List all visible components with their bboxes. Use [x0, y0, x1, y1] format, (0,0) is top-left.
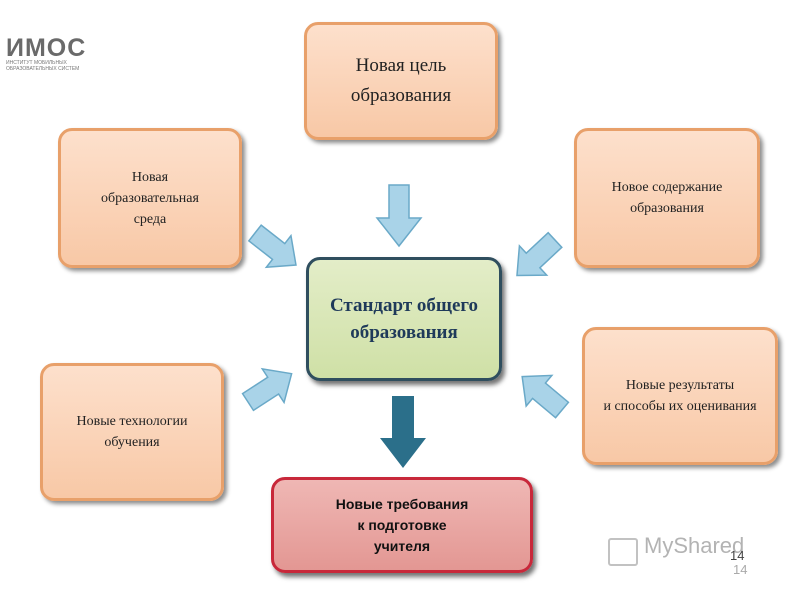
arrow-from-content: [516, 231, 563, 277]
box-line: Новые технологии: [76, 414, 188, 429]
watermark-icon: [608, 538, 638, 566]
box-new-results: Новые результаты и способы их оценивания: [582, 327, 778, 465]
box-line: Новые требования: [335, 495, 469, 512]
box-line: образовательная: [101, 190, 199, 206]
arrow-from-environment: [247, 224, 297, 269]
logo-title: ИМОС: [6, 34, 87, 62]
box-new-goal: Новая цель образования: [304, 22, 498, 140]
box-line: среда: [133, 211, 167, 227]
box-teacher-requirements: Новые требования к подготовке учителя: [271, 477, 533, 573]
box-line: Новая цель: [355, 55, 447, 76]
arrow-from-technologies: [241, 367, 293, 412]
page-number-shadow: 14: [733, 562, 748, 577]
box-line: Новые результаты: [625, 378, 735, 393]
box-standard: Стандарт общего образования: [306, 257, 502, 381]
box-line: и способы их оценивания: [603, 399, 757, 414]
arrow-down-from-goal: [375, 184, 423, 248]
watermark-text: MyShared: [608, 533, 744, 559]
box-new-content: Новое содержание образования: [574, 128, 760, 268]
box-line: обучения: [104, 435, 160, 450]
logo-subtitle: ИНСТИТУТ МОБИЛЬНЫХ ОБРАЗОВАТЕЛЬНЫХ СИСТЕ…: [6, 60, 80, 72]
box-line: образования: [350, 322, 458, 343]
box-new-technologies: Новые технологии обучения: [40, 363, 224, 501]
arrow-down-to-teacher: [380, 396, 426, 468]
box-line: образования: [350, 85, 452, 106]
box-line: Стандарт общего: [329, 295, 479, 316]
page-number: 14: [730, 548, 745, 563]
box-line: Новое содержание: [611, 180, 723, 195]
box-line: образования: [630, 201, 704, 216]
arrow-from-results: [521, 374, 570, 419]
watermark-label: MyShared: [644, 533, 745, 558]
box-line: Новая: [131, 169, 169, 185]
imos-logo: ИМОС ИНСТИТУТ МОБИЛЬНЫХ ОБРАЗОВАТЕЛЬНЫХ …: [2, 8, 112, 72]
box-line: к подготовке: [357, 516, 447, 533]
box-new-environment: Новая образовательная среда: [58, 128, 242, 268]
box-line: учителя: [373, 537, 431, 554]
